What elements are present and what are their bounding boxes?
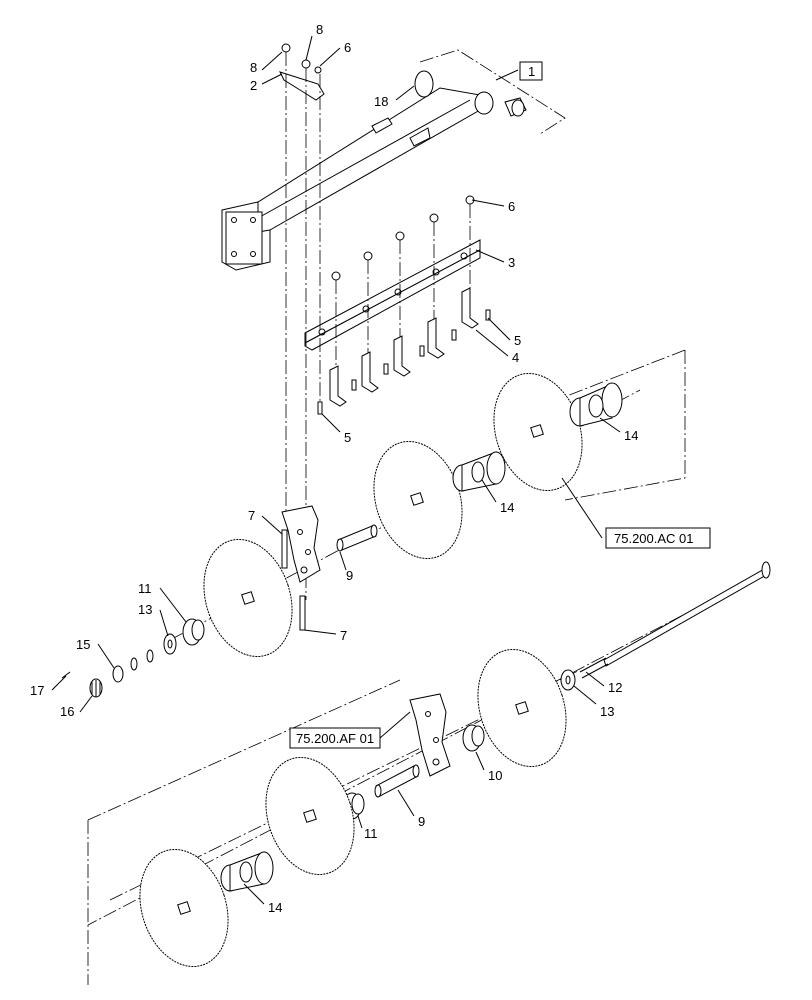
spacer-tube-9-upper — [336, 524, 378, 552]
callout-13-lower: 13 — [600, 704, 614, 719]
leader-lines — [51, 35, 621, 905]
callout-17: 17 — [30, 683, 44, 698]
callout-4: 4 — [512, 350, 519, 365]
callout-16: 16 — [60, 704, 74, 719]
bushing-18 — [504, 97, 527, 117]
bolts-7 — [281, 529, 306, 631]
disc-lower-middle — [265, 756, 355, 876]
small-washers — [112, 649, 154, 683]
cotter-pin-17 — [61, 671, 71, 679]
callout-1-box — [519, 61, 543, 81]
callout-5-left: 5 — [344, 430, 351, 445]
washer-13-lower — [560, 669, 576, 691]
reference-ac01[interactable]: 75.200.AC 01 — [605, 527, 711, 549]
spool-14-upper — [569, 382, 623, 427]
callout-12: 12 — [608, 680, 622, 695]
spool-14-lower — [220, 851, 274, 892]
callout-3: 3 — [508, 255, 515, 270]
callout-14-upper: 14 — [624, 428, 638, 443]
callout-1: 1 — [528, 64, 535, 79]
bracket-2 — [279, 43, 325, 101]
castle-nut-16 — [89, 678, 103, 698]
bearing-hanger-upper — [281, 505, 321, 583]
callout-8-left: 8 — [250, 60, 257, 75]
callout-7-lower: 7 — [340, 628, 347, 643]
callout-5-right: 5 — [514, 333, 521, 348]
spacer-tube-9-lower — [374, 764, 420, 798]
callout-11-upper: 11 — [138, 581, 152, 596]
reference-af01[interactable]: 75.200.AF 01 — [289, 727, 381, 749]
disc-upper-left — [203, 538, 293, 658]
reference-af01-label[interactable]: 75.200.AF 01 — [296, 731, 374, 746]
axle-bolt-12 — [579, 561, 771, 679]
bearing-11-upper — [182, 618, 205, 646]
callout-14-lower: 14 — [268, 900, 282, 915]
bearing-10 — [462, 724, 485, 752]
disc-lower-left — [139, 848, 229, 968]
disc-upper-middle — [373, 440, 463, 560]
callout-18: 18 — [374, 94, 388, 109]
washer-13-left — [163, 633, 177, 655]
callout-8-right: 8 — [316, 22, 323, 37]
reference-ac01-label[interactable]: 75.200.AC 01 — [614, 531, 694, 546]
callout-15: 15 — [76, 637, 90, 652]
spool-14-middle — [452, 451, 506, 492]
disc-lower-right — [477, 648, 567, 768]
scraper-tabs-4 — [317, 287, 491, 415]
callout-7-upper: 7 — [248, 508, 255, 523]
callout-13-left: 13 — [138, 602, 152, 617]
callout-10: 10 — [488, 768, 502, 783]
scraper-bar-3 — [304, 239, 481, 351]
frame-beam — [221, 70, 494, 271]
callout-2: 2 — [250, 78, 257, 93]
callout-6-bar: 6 — [508, 199, 515, 214]
callout-6-top: 6 — [344, 40, 351, 55]
callout-9-lower: 9 — [418, 814, 425, 829]
bearing-hanger-lower — [409, 693, 451, 777]
callout-11-lower: 11 — [364, 826, 378, 841]
callout-9-upper: 9 — [346, 568, 353, 583]
callout-14-middle: 14 — [500, 500, 514, 515]
